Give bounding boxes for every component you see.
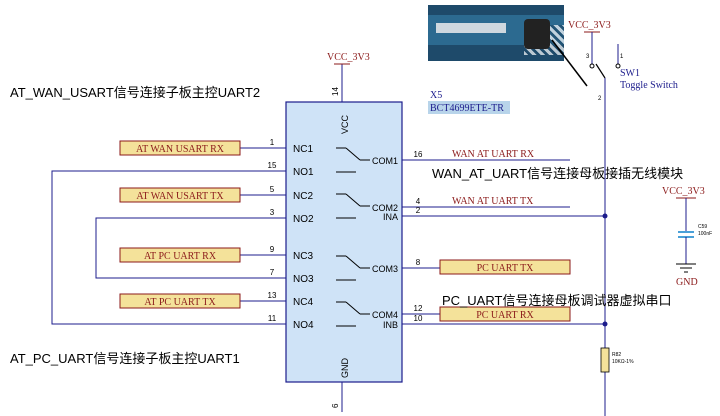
pin-name: NO3 — [293, 274, 314, 285]
pin-number: 8 — [416, 258, 421, 267]
port-pc-uart-tx — [439, 259, 571, 275]
cap-ref: C59 — [698, 224, 707, 230]
sw-pin-3: 3 — [586, 54, 590, 60]
port-box — [119, 293, 241, 309]
gnd-label: GND — [676, 277, 698, 288]
port-box — [119, 140, 241, 156]
pin-number: 10 — [414, 314, 423, 323]
sw-type: Toggle Switch — [620, 80, 678, 91]
pin-name: NC1 — [293, 144, 313, 155]
ic-vcc-pin-num: 14 — [331, 87, 340, 96]
pin-number: 2 — [416, 206, 421, 215]
ic-vcc-pin-name: VCC — [340, 114, 350, 134]
pin-name: COM2 — [372, 203, 398, 213]
port-label: AT PC UART TX — [144, 297, 216, 308]
switch-photo — [428, 5, 564, 61]
pin-number: 12 — [414, 304, 423, 313]
pin-name: NC3 — [293, 251, 313, 262]
connector-image — [436, 23, 506, 33]
cap-value: 100nF — [698, 231, 712, 237]
port-box — [119, 187, 241, 203]
res-value: 10KΩ-1% — [612, 359, 634, 365]
pin-name: NO2 — [293, 214, 314, 225]
port-label: AT PC UART RX — [144, 251, 217, 262]
port-box — [119, 247, 241, 263]
pin-name: NO4 — [293, 320, 314, 331]
ic-ref: X5 — [430, 90, 442, 101]
toggle-switch-image — [524, 19, 550, 49]
pin-number: 7 — [270, 268, 275, 277]
port-label: AT WAN USART RX — [136, 144, 225, 155]
sw-ref: SW1 — [620, 68, 640, 79]
port-pc-uart-tx-label: PC UART TX — [477, 263, 535, 274]
pin-name: COM4 — [372, 310, 398, 320]
sw-pin-1: 1 — [620, 54, 624, 60]
ic-gnd-pin-name: GND — [340, 358, 350, 379]
vcc-label-cap: VCC_3V3 — [662, 186, 705, 197]
port-label: AT WAN USART TX — [136, 191, 224, 202]
ic-part-highlight — [428, 101, 510, 114]
annotation-bottom-left: AT_PC_UART信号连接子板主控UART1 — [10, 351, 240, 366]
pin-name: COM1 — [372, 156, 398, 166]
annotation-top-left: AT_WAN_USART信号连接子板主控UART2 — [10, 85, 261, 100]
pin-name: INB — [383, 320, 398, 330]
pin-name: NO1 — [293, 167, 314, 178]
pin-number: 3 — [270, 208, 275, 217]
port-pc-uart-rx-label: PC UART RX — [476, 310, 534, 321]
pin-number: 13 — [268, 291, 277, 300]
pin-number: 4 — [416, 197, 421, 206]
pin-name: COM3 — [372, 264, 398, 274]
ic-part: BCT4699ETE-TR — [430, 103, 504, 114]
ic-body — [285, 101, 403, 383]
pin-number: 5 — [270, 185, 275, 194]
pin-number: 1 — [270, 138, 275, 147]
res-ref: R82 — [612, 352, 621, 358]
pin-number: 15 — [268, 161, 277, 170]
resistor-r82 — [600, 347, 610, 373]
pin-name: NC4 — [293, 297, 313, 308]
pin-number: 11 — [268, 314, 277, 323]
ic-gnd-pin-num: 6 — [331, 403, 340, 408]
vcc-label-sw: VCC_3V3 — [568, 20, 611, 31]
net-wan-tx: WAN AT UART TX — [452, 196, 534, 207]
vcc-label-ic: VCC_3V3 — [327, 52, 370, 63]
annotation-pc: PC_UART信号连接母板调试器虚拟串口 — [442, 293, 672, 308]
pin-name: INA — [383, 212, 398, 222]
pin-number: 9 — [270, 245, 275, 254]
port-pc-uart-rx — [439, 306, 571, 322]
pointer-line — [551, 39, 588, 87]
left-ports: AT WAN USART RX AT WAN USART TX AT PC UART… — [119, 140, 241, 309]
annotation-wan: WAN_AT_UART信号连接母板接插无线模块 — [432, 166, 684, 181]
sw-pin-2: 2 — [598, 96, 602, 102]
pin-name: NC2 — [293, 191, 313, 202]
pin-number: 16 — [414, 150, 423, 159]
net-wan-rx: WAN AT UART RX — [452, 149, 535, 160]
